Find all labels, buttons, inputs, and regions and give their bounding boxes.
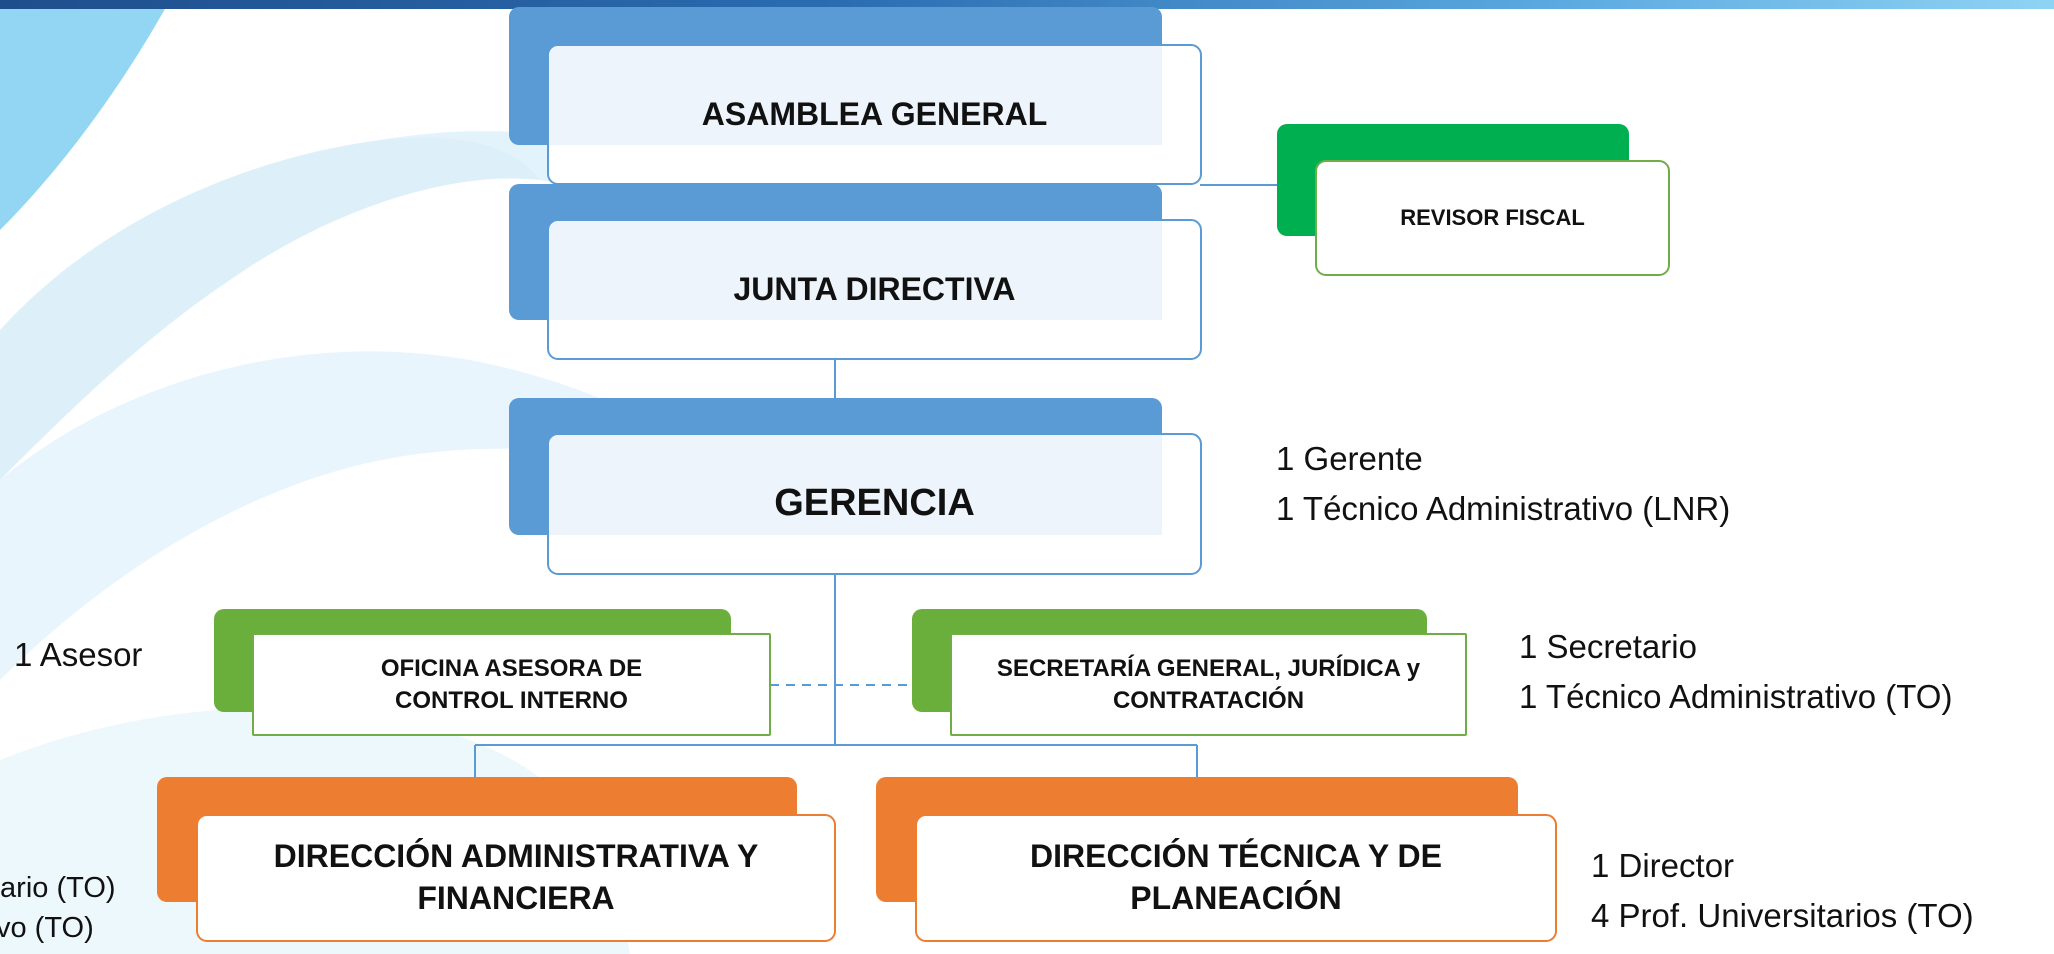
direccion-tecnica-line1: DIRECCIÓN TÉCNICA Y DE <box>1030 838 1442 875</box>
top-accent-bar <box>0 0 2054 9</box>
direccion-tecnica-node: DIRECCIÓN TÉCNICA Y DE PLANEACIÓN <box>876 777 1557 942</box>
secretaria-label-line2: CONTRATACIÓN <box>1112 686 1305 714</box>
gerencia-staffing: 1 Gerente 1 Técnico Administrativo (LNR) <box>1276 434 1730 534</box>
junta-directiva-label: JUNTA DIRECTIVA <box>733 270 1016 307</box>
asamblea-general-label: ASAMBLEA GENERAL <box>701 95 1048 132</box>
secretaria-label-line1: SECRETARÍA GENERAL, JURÍDICA y <box>996 655 1421 683</box>
secretaria-general-node: SECRETARÍA GENERAL, JURÍDICA y CONTRATAC… <box>912 609 1467 736</box>
direccion-administrativa-node: DIRECCIÓN ADMINISTRATIVA Y FINANCIERA <box>157 777 836 942</box>
secretaria-staffing: 1 Secretario 1 Técnico Administrativo (T… <box>1519 622 1952 722</box>
direccion-administrativa-staffing: tario (TO) vo (TO) <box>0 868 116 948</box>
oficina-label-line1: OFICINA ASESORA DE <box>380 655 643 683</box>
staff-line: 4 Prof. Universitarios (TO) <box>1591 897 1974 934</box>
staff-line: 1 Técnico Administrativo (LNR) <box>1276 490 1731 527</box>
staff-line: 1 Secretario <box>1519 628 1697 665</box>
staff-line: 1 Asesor <box>14 636 143 673</box>
oficina-staffing: 1 Asesor <box>14 630 142 680</box>
oficina-label-line2: CONTROL INTERNO <box>395 686 628 714</box>
staff-line: vo (TO) <box>0 912 94 944</box>
direccion-administrativa-line1: DIRECCIÓN ADMINISTRATIVA Y <box>273 838 759 875</box>
direccion-tecnica-staffing: 1 Director 4 Prof. Universitarios (TO) <box>1591 841 1974 941</box>
asamblea-general-node: ASAMBLEA GENERAL <box>509 7 1202 185</box>
staff-line: 1 Técnico Administrativo (TO) <box>1519 678 1953 715</box>
staff-line: 1 Gerente <box>1276 440 1423 477</box>
staff-line: 1 Director <box>1591 847 1735 884</box>
gerencia-label: GERENCIA <box>774 482 975 525</box>
revisor-fiscal-node: REVISOR FISCAL <box>1277 124 1670 276</box>
revisor-fiscal-label: REVISOR FISCAL <box>1400 204 1585 230</box>
gerencia-node: GERENCIA <box>509 398 1202 575</box>
junta-directiva-node: JUNTA DIRECTIVA <box>509 184 1202 360</box>
oficina-control-interno-node: OFICINA ASESORA DE CONTROL INTERNO <box>214 609 771 736</box>
direccion-administrativa-line2: FINANCIERA <box>417 880 615 916</box>
direccion-tecnica-line2: PLANEACIÓN <box>1130 880 1342 916</box>
staff-line: tario (TO) <box>0 872 116 904</box>
